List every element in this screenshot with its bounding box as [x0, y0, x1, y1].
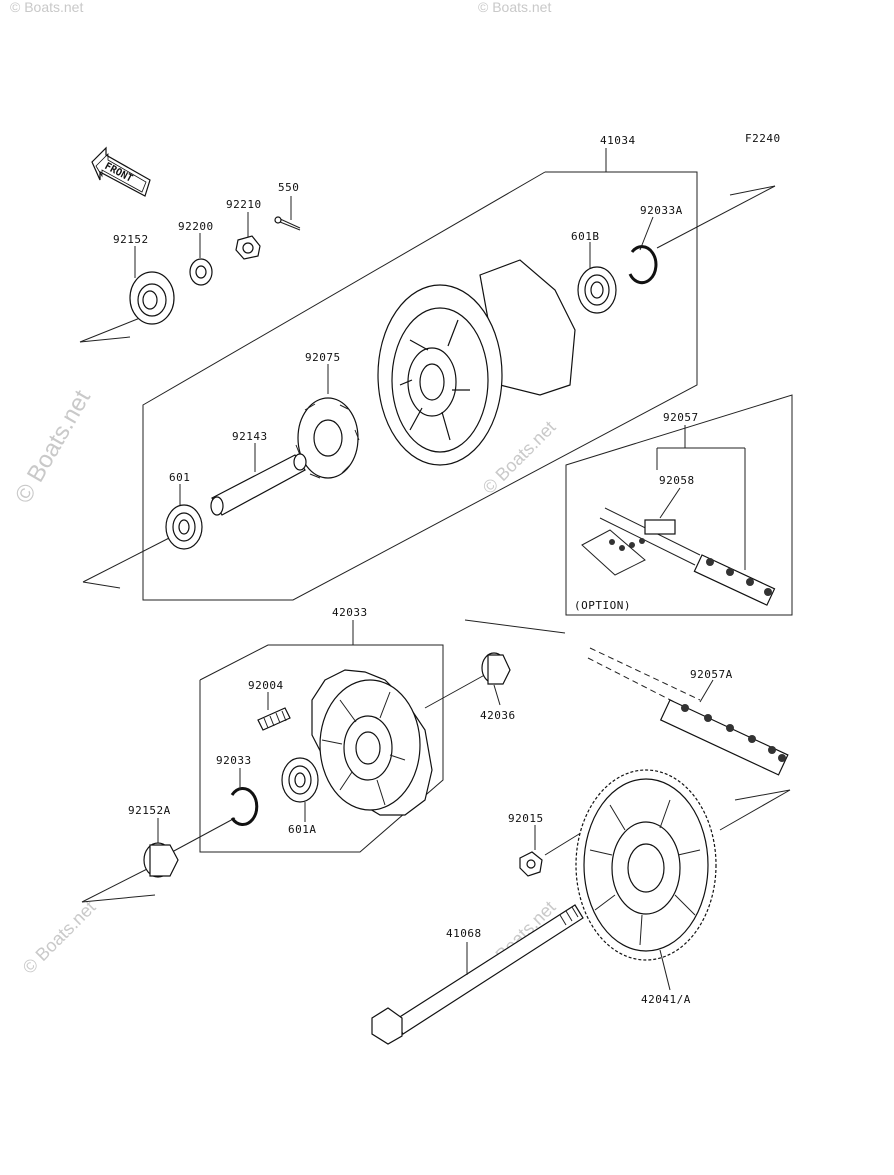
- watermark-bottom-left: © Boats.net: [19, 897, 100, 978]
- chain-option-box: (OPTION): [565, 394, 793, 616]
- label-92075: 92075: [305, 351, 341, 364]
- watermark-top-left: © Boats.net: [10, 0, 83, 15]
- watermark-top-center: © Boats.net: [478, 0, 551, 15]
- part-92004-stud: [257, 692, 291, 731]
- label-92210: 92210: [226, 198, 262, 211]
- part-92057a-chain: [587, 647, 789, 776]
- sprocket-hub-assembly-outline: [81, 619, 566, 903]
- part-41068-axle: [371, 904, 584, 1045]
- label-92143: 92143: [232, 430, 268, 443]
- part-42033-coupling: [311, 669, 433, 816]
- watermark-left: © Boats.net: [10, 385, 96, 508]
- label-92004: 92004: [248, 679, 284, 692]
- option-label: (OPTION): [574, 599, 631, 612]
- part-92075-damper: [295, 397, 360, 479]
- part-92143-spacer-tube: [210, 453, 307, 516]
- part-601b-bearing: [577, 266, 617, 314]
- part-601a-bearing: [281, 757, 319, 822]
- label-92057a: 92057A: [690, 668, 733, 681]
- label-92057: 92057: [663, 411, 699, 424]
- label-41034: 41034: [600, 134, 636, 147]
- label-41068: 41068: [446, 927, 482, 940]
- label-601: 601: [169, 471, 190, 484]
- part-labels: 41034 92033A 601B 550 92210 92200 92152 …: [113, 134, 733, 1006]
- label-601b: 601B: [571, 230, 600, 243]
- label-92152a: 92152A: [128, 804, 171, 817]
- chain-92057-links: [693, 554, 776, 606]
- label-92058: 92058: [659, 474, 695, 487]
- label-601a: 601A: [288, 823, 317, 836]
- watermark-center: © Boats.net: [479, 417, 560, 498]
- part-550-cotter-pin: [274, 216, 301, 231]
- part-92152-collar: [129, 271, 175, 325]
- label-42041a: 42041/A: [641, 993, 691, 1006]
- label-92015: 92015: [508, 812, 544, 825]
- watermark-group: © Boats.net © Boats.net © Boats.net © Bo…: [10, 0, 560, 978]
- label-42033: 42033: [332, 606, 368, 619]
- label-550: 550: [278, 181, 299, 194]
- part-41034-hub: [377, 259, 576, 466]
- label-92200: 92200: [178, 220, 214, 233]
- part-42036-collar: [481, 652, 511, 706]
- figure-code: F2240: [745, 132, 781, 145]
- label-92033: 92033: [216, 754, 252, 767]
- label-92033a: 92033A: [640, 204, 683, 217]
- label-92152: 92152: [113, 233, 149, 246]
- label-42036: 42036: [480, 709, 516, 722]
- part-92033a-circlip: [628, 245, 658, 285]
- part-92210-nut: [235, 235, 261, 260]
- part-42041-sprocket: [575, 769, 791, 991]
- part-92033-circlip: [230, 768, 259, 826]
- front-arrow: FRONT: [91, 146, 151, 197]
- part-601-bearing: [165, 504, 203, 550]
- part-92200-washer: [189, 258, 213, 286]
- part-92152a-collar: [143, 818, 179, 878]
